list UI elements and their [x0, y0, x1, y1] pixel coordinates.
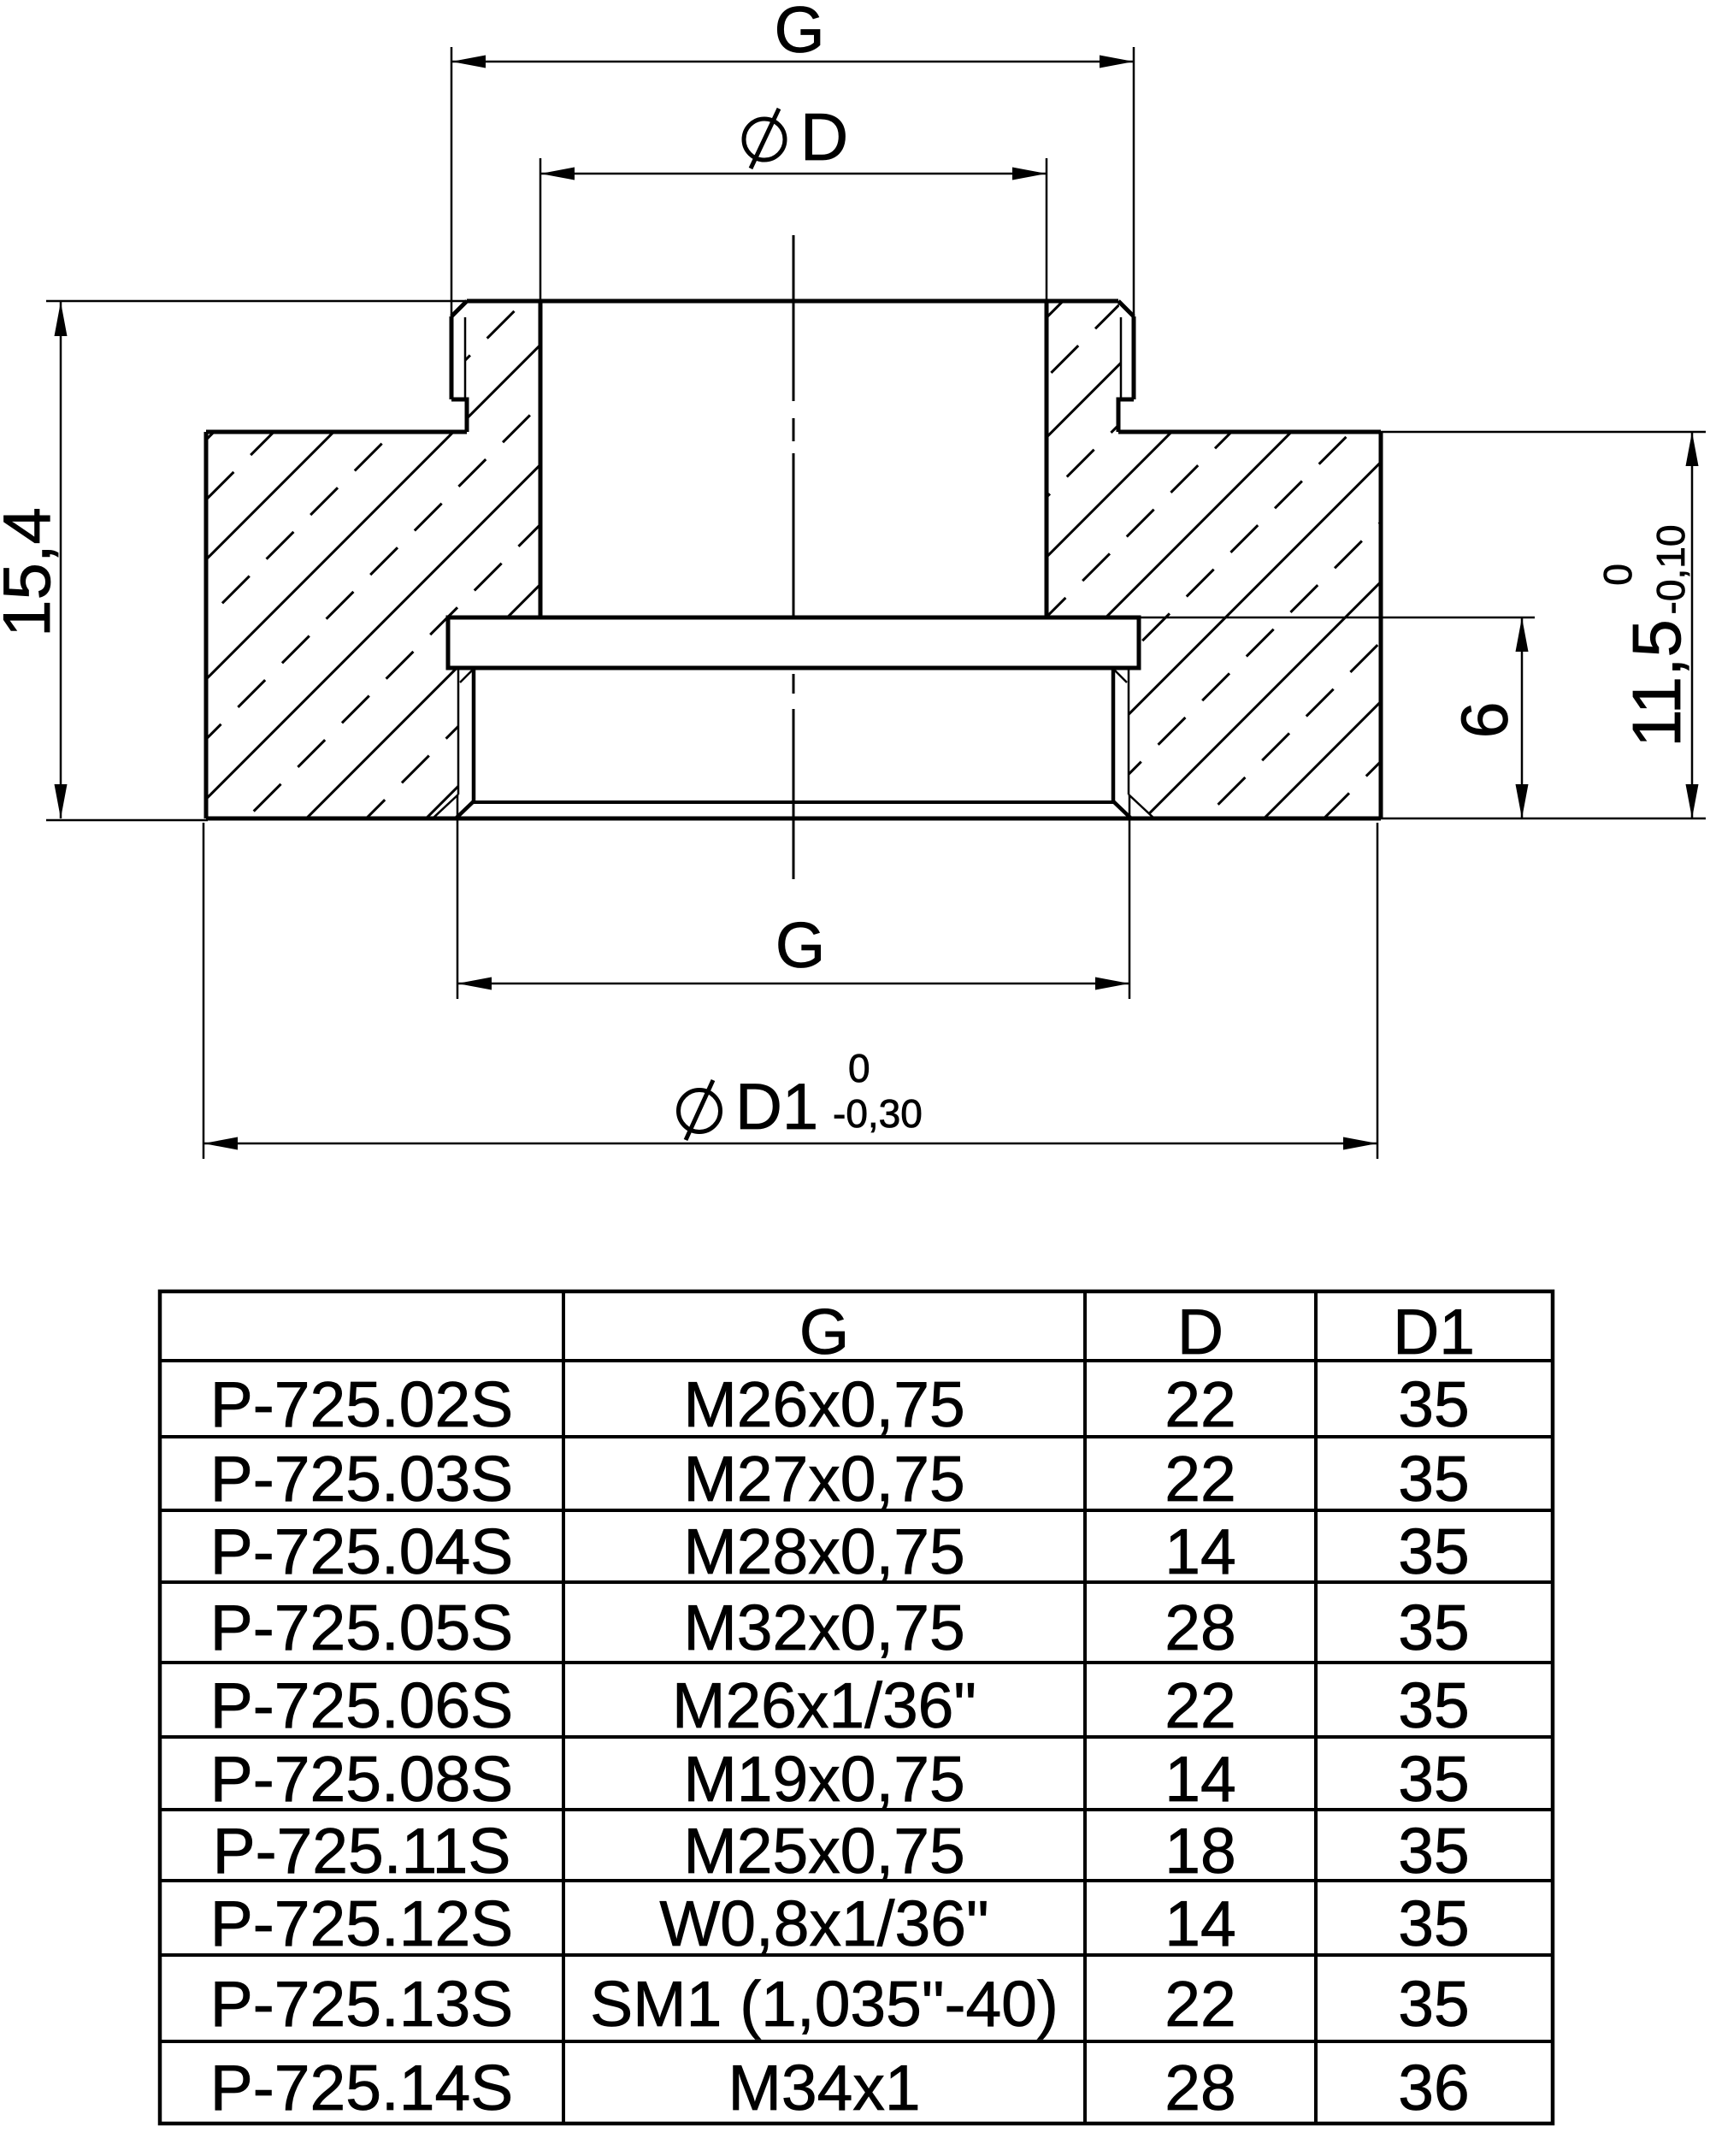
svg-text:P-725.02S: P-725.02S [210, 1368, 513, 1440]
svg-text:D: D [800, 99, 848, 174]
svg-text:P-725.14S: P-725.14S [210, 2052, 513, 2124]
svg-text:D: D [1177, 1296, 1224, 1367]
svg-text:P-725.08S: P-725.08S [210, 1743, 513, 1815]
svg-text:M32x0,75: M32x0,75 [683, 1592, 964, 1663]
svg-text:22: 22 [1165, 1669, 1235, 1741]
svg-text:14: 14 [1165, 1887, 1235, 1959]
svg-text:P-725.11S: P-725.11S [213, 1815, 511, 1887]
svg-text:14: 14 [1165, 1743, 1235, 1815]
svg-text:35: 35 [1398, 1592, 1469, 1663]
svg-text:G: G [774, 0, 824, 67]
svg-text:35: 35 [1398, 1669, 1469, 1741]
svg-text:35: 35 [1398, 1743, 1469, 1815]
svg-text:18: 18 [1165, 1815, 1235, 1887]
svg-text:P-725.05S: P-725.05S [210, 1592, 513, 1663]
svg-text:35: 35 [1398, 1815, 1469, 1887]
svg-text:D1: D1 [1393, 1296, 1475, 1367]
svg-text:W0,8x1/36": W0,8x1/36" [659, 1887, 988, 1959]
svg-text:22: 22 [1165, 1443, 1235, 1515]
svg-text:-0,30: -0,30 [833, 1091, 923, 1136]
svg-text:M27x0,75: M27x0,75 [683, 1443, 964, 1515]
svg-text:11,5: 11,5 [1619, 619, 1695, 747]
svg-text:SM1 (1,035"-40): SM1 (1,035"-40) [590, 1968, 1058, 2040]
svg-text:G: G [799, 1296, 849, 1367]
svg-text:P-725.03S: P-725.03S [210, 1443, 513, 1515]
svg-text:35: 35 [1398, 1368, 1469, 1440]
svg-text:M28x0,75: M28x0,75 [683, 1515, 964, 1587]
svg-text:D1: D1 [735, 1071, 818, 1143]
svg-text:15,4: 15,4 [0, 507, 64, 637]
svg-text:P-725.13S: P-725.13S [210, 1968, 513, 2040]
svg-text:35: 35 [1398, 1515, 1469, 1587]
svg-text:28: 28 [1165, 2052, 1235, 2124]
svg-text:35: 35 [1398, 1887, 1469, 1959]
svg-text:14: 14 [1165, 1515, 1235, 1587]
svg-text:36: 36 [1398, 2052, 1469, 2124]
svg-text:M26x1/36": M26x1/36" [672, 1669, 976, 1741]
svg-text:6: 6 [1448, 702, 1522, 739]
svg-text:35: 35 [1398, 1968, 1469, 2040]
svg-text:P-725.06S: P-725.06S [210, 1669, 513, 1741]
svg-text:M19x0,75: M19x0,75 [683, 1743, 964, 1815]
svg-text:0: 0 [848, 1046, 870, 1090]
svg-text:-0,10: -0,10 [1648, 525, 1693, 615]
svg-text:P-725.12S: P-725.12S [210, 1887, 513, 1959]
svg-text:28: 28 [1165, 1592, 1235, 1663]
svg-text:0: 0 [1595, 564, 1640, 586]
svg-text:35: 35 [1398, 1443, 1469, 1515]
svg-text:22: 22 [1165, 1368, 1235, 1440]
svg-text:22: 22 [1165, 1968, 1235, 2040]
svg-text:M26x0,75: M26x0,75 [683, 1368, 964, 1440]
svg-text:G: G [775, 909, 825, 981]
svg-text:M25x0,75: M25x0,75 [683, 1815, 964, 1887]
svg-text:M34x1: M34x1 [728, 2052, 920, 2124]
svg-text:P-725.04S: P-725.04S [210, 1515, 513, 1587]
